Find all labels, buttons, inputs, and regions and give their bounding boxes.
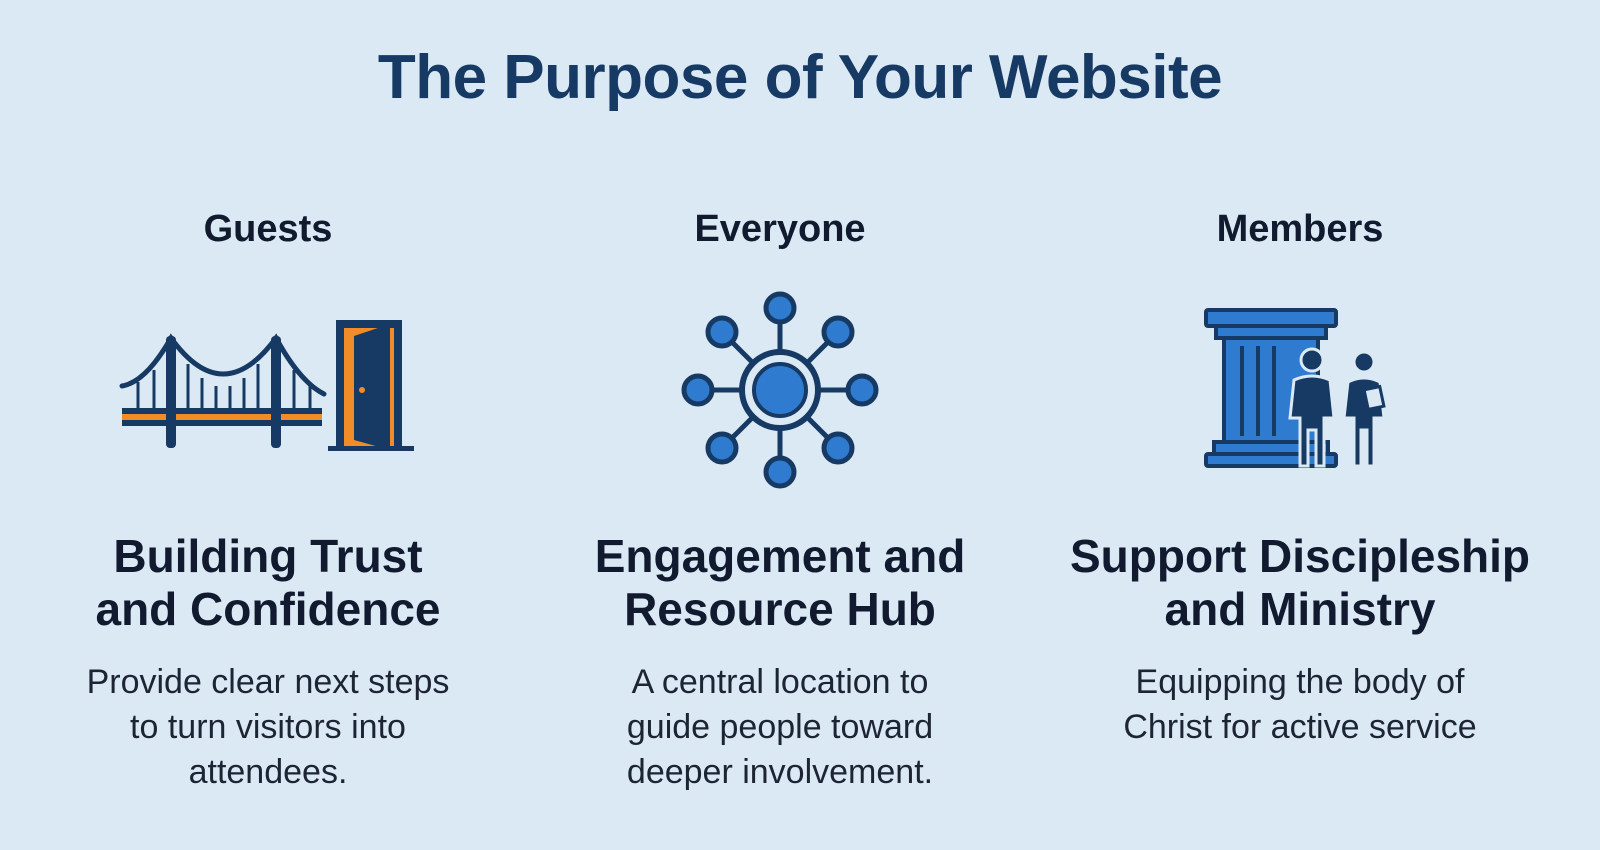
column-guests: Guests [8,0,528,850]
audience-label: Everyone [694,208,866,250]
audience-label: Guests [203,208,333,250]
audience-label: Members [1216,208,1384,250]
column-heading: Engagement and Resource Hub [594,530,966,635]
column-description: A central location to guide people towar… [626,663,934,791]
bridge-door-icon [119,320,414,451]
column-description: Provide clear next steps to turn visitor… [86,663,450,791]
network-hub-icon [681,291,879,489]
column-members: Members [1040,0,1560,850]
pillar-people-icon [1204,308,1386,468]
column-heading: Building Trust and Confidence [95,530,441,635]
column-heading: Support Discipleship and Ministry [1069,530,1531,635]
column-description: Equipping the body of Christ for active … [1123,663,1477,746]
page-title: The Purpose of Your Website [377,43,1223,112]
column-everyone: Everyone [520,0,1040,850]
